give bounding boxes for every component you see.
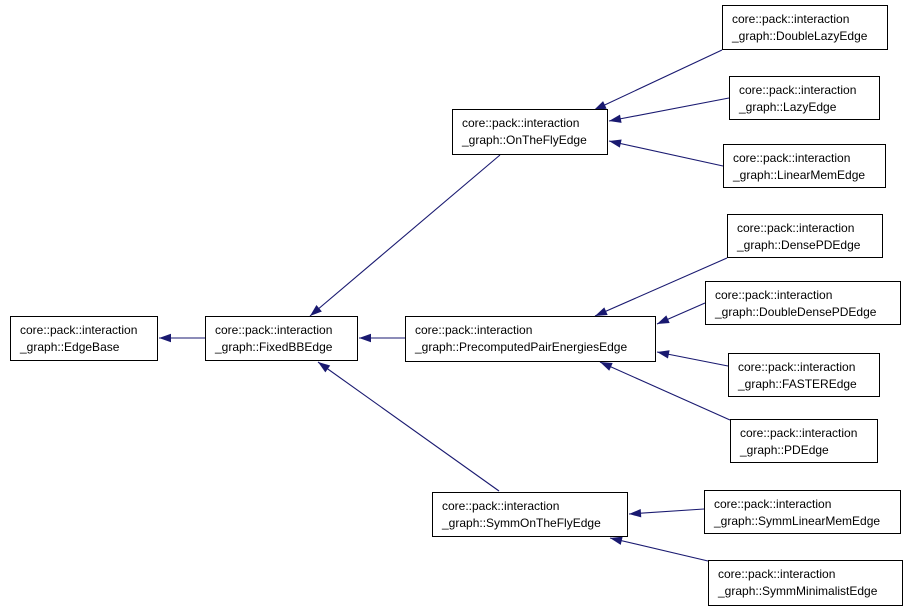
class-node-fixedbbedge[interactable]: core::pack::interaction _graph::FixedBBE…	[205, 316, 358, 361]
class-name-line: _graph::DensePDEdge	[737, 238, 861, 252]
class-name-line: core::pack::interaction	[733, 151, 851, 165]
class-name-line: core::pack::interaction	[714, 497, 832, 511]
inheritance-arrow-symmlinearmem-to-symmonthefly	[628, 508, 705, 518]
class-name-line: core::pack::interaction	[415, 323, 533, 337]
class-node-lazyedge[interactable]: core::pack::interaction _graph::LazyEdge	[729, 76, 880, 120]
class-name-line: _graph::PDEdge	[740, 443, 829, 457]
class-name-line: core::pack::interaction	[462, 116, 580, 130]
class-name-line: _graph::FixedBBEdge	[215, 340, 333, 354]
class-name-line: core::pack::interaction	[20, 323, 138, 337]
class-node-ontheflyedge[interactable]: core::pack::interaction _graph::OnTheFly…	[452, 109, 608, 155]
class-node-pdedge[interactable]: core::pack::interaction _graph::PDEdge	[730, 419, 878, 463]
class-name-line: _graph::DoubleLazyEdge	[732, 29, 868, 43]
class-name-line: _graph::PrecomputedPairEnergiesEdge	[415, 340, 628, 354]
class-node-linearmemedge[interactable]: core::pack::interaction _graph::LinearMe…	[723, 144, 886, 188]
class-name-line: core::pack::interaction	[737, 221, 855, 235]
class-node-symmontheflyedge[interactable]: core::pack::interaction _graph::SymmOnTh…	[432, 492, 628, 537]
class-node-symmminimalistedge[interactable]: core::pack::interaction _graph::SymmMini…	[708, 560, 903, 606]
class-name-line: _graph::OnTheFlyEdge	[462, 133, 587, 147]
class-name-line: _graph::DoubleDensePDEdge	[715, 305, 877, 319]
class-name-line: core::pack::interaction	[739, 83, 857, 97]
class-name-line: core::pack::interaction	[215, 323, 333, 337]
class-name-line: core::pack::interaction	[738, 360, 856, 374]
inheritance-arrow-symmminimalist-to-symmonthefly	[609, 536, 709, 562]
class-name-line: core::pack::interaction	[740, 426, 858, 440]
inheritance-arrow-pdedge-to-precomputed	[599, 361, 731, 421]
class-name-line: _graph::LinearMemEdge	[733, 168, 866, 182]
class-node-symmlinearmemedge[interactable]: core::pack::interaction _graph::SymmLine…	[704, 490, 901, 534]
inheritance-arrow-symmonthefly-to-fixedbb	[317, 361, 500, 492]
class-name-line: core::pack::interaction	[732, 12, 850, 26]
class-name-line: _graph::SymmOnTheFlyEdge	[442, 516, 601, 530]
class-name-line: _graph::EdgeBase	[20, 340, 120, 354]
inheritance-arrow-faster-to-precomputed	[656, 350, 729, 367]
class-name-line: _graph::LazyEdge	[739, 100, 837, 114]
class-name-line: _graph::SymmLinearMemEdge	[714, 514, 881, 528]
class-name-line: _graph::FASTEREdge	[738, 377, 857, 391]
class-name-line: _graph::SymmMinimalistEdge	[718, 584, 878, 598]
inheritance-arrow-doublelazy-to-onthefly	[593, 49, 723, 111]
class-node-doublelazyedge[interactable]: core::pack::interaction _graph::DoubleLa…	[722, 5, 888, 50]
inheritance-arrow-doubledensepd-to-precomputed	[656, 302, 706, 325]
class-name-line: core::pack::interaction	[442, 499, 560, 513]
inheritance-arrow-linearmem-to-onthefly	[608, 139, 724, 167]
class-node-densepdedge[interactable]: core::pack::interaction _graph::DensePDE…	[727, 214, 883, 258]
class-node-edgebase[interactable]: core::pack::interaction _graph::EdgeBase	[10, 316, 158, 361]
class-node-precomputedpairenergiesedge[interactable]: core::pack::interaction _graph::Precompu…	[405, 316, 656, 362]
class-node-fasteredge[interactable]: core::pack::interaction _graph::FASTEREd…	[728, 353, 880, 397]
inheritance-arrow-lazy-to-onthefly	[608, 97, 730, 123]
class-node-doubledensepdedge[interactable]: core::pack::interaction _graph::DoubleDe…	[705, 281, 901, 325]
class-name-line: core::pack::interaction	[718, 567, 836, 581]
class-name-line: core::pack::interaction	[715, 288, 833, 302]
inheritance-arrow-onthefly-to-fixedbb	[309, 154, 501, 317]
